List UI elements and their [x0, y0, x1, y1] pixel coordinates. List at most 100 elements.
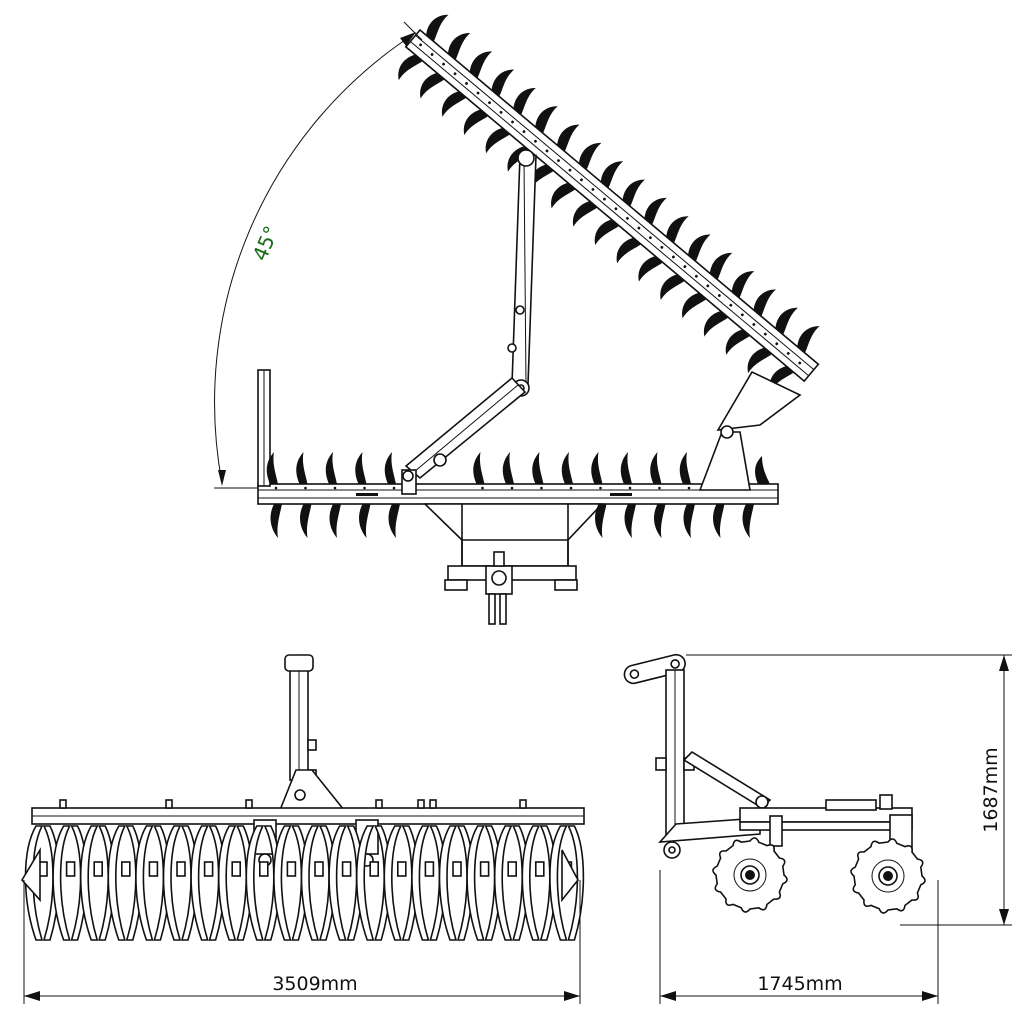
- front-disc: [79, 825, 99, 941]
- front-disc: [411, 825, 430, 941]
- disc-blade: [551, 182, 576, 209]
- disc-blade: [688, 234, 711, 262]
- front-disc: [245, 825, 265, 941]
- disc-blade: [600, 161, 624, 189]
- front-disc: [438, 825, 458, 941]
- disc-blade: [270, 504, 282, 538]
- front-disc: [521, 825, 541, 941]
- disc-blade: [755, 456, 770, 484]
- disc-blade: [654, 504, 666, 538]
- front-discs: [21, 825, 585, 941]
- width-dimension: 3509mm: [23, 880, 581, 1004]
- disc-blade: [426, 14, 449, 42]
- front-disc: [328, 825, 347, 941]
- disc-blade: [359, 504, 371, 538]
- front-disc: [383, 825, 403, 941]
- disc-blade: [388, 504, 400, 538]
- top-link: [623, 653, 686, 685]
- bolt: [429, 799, 437, 809]
- disc-blade: [473, 452, 485, 484]
- disc-blade: [679, 452, 691, 484]
- front-disc: [24, 825, 44, 941]
- disc-blade: [420, 72, 445, 99]
- disc-blade: [682, 292, 707, 319]
- side-view: 1687mm 1745mm: [623, 653, 1012, 1004]
- disc-blade: [355, 452, 367, 484]
- disc-blade: [300, 504, 312, 538]
- disc-blade: [713, 504, 725, 538]
- disc-blade: [731, 271, 755, 299]
- disc-blade: [638, 256, 663, 282]
- disc-blade: [775, 307, 798, 335]
- end-disc: [561, 849, 579, 903]
- disc-blade: [616, 237, 642, 264]
- length-dimension: 1745mm: [659, 870, 939, 1004]
- front-disc: [273, 825, 292, 941]
- bolt: [59, 799, 67, 809]
- disc-blade: [398, 54, 423, 81]
- folding-arm: [401, 149, 537, 495]
- disc-blade: [578, 142, 602, 170]
- front-wheel: [712, 837, 788, 913]
- front-disc: [52, 825, 71, 941]
- disc-blade: [447, 33, 471, 60]
- disc-blade: [747, 347, 773, 374]
- bolt: [165, 799, 173, 809]
- front-disc: [549, 825, 568, 941]
- disc-blade: [469, 51, 493, 79]
- length-label: 1745mm: [757, 973, 842, 995]
- hinge-support: [698, 431, 751, 491]
- disc-blade: [535, 106, 558, 134]
- disc-blade: [561, 452, 573, 484]
- beam-discs: [266, 452, 770, 538]
- front-disc: [107, 825, 127, 941]
- width-label: 3509mm: [272, 973, 357, 995]
- front-disc: [355, 825, 375, 941]
- disc-blade: [709, 252, 733, 280]
- disc-blade: [594, 219, 620, 245]
- disc-blade: [620, 452, 632, 484]
- side-wheels: [712, 837, 926, 914]
- disc-blade: [266, 452, 278, 484]
- folded-wing: [398, 14, 820, 392]
- disc-blade: [463, 109, 489, 136]
- disc-blade: [753, 289, 776, 317]
- bolt: [375, 799, 383, 809]
- front-disc: [135, 825, 154, 941]
- disc-blade: [650, 452, 662, 484]
- disc-blade: [485, 127, 511, 154]
- disc-blade: [742, 504, 754, 538]
- end-disc: [21, 847, 41, 903]
- rear-wheel: [850, 838, 926, 914]
- disc-blade: [557, 124, 580, 152]
- front-disc: [493, 825, 513, 941]
- disc-blade: [441, 91, 467, 117]
- hitch-frame: [423, 503, 604, 625]
- height-dimension: 1687mm: [686, 654, 1012, 926]
- height-label: 1687mm: [980, 747, 1002, 832]
- disc-blade: [622, 179, 645, 207]
- disc-blade: [502, 452, 514, 484]
- disc-blade: [797, 326, 820, 354]
- disc-blade: [296, 452, 308, 484]
- disc-blade: [644, 197, 667, 225]
- disc-blade: [666, 216, 689, 244]
- disc-blade: [572, 201, 598, 227]
- disc-blade: [513, 88, 536, 115]
- disc-blade: [591, 452, 603, 484]
- top-view: 45°: [214, 14, 820, 625]
- angle-dimension: 45°: [214, 21, 423, 489]
- bolt: [245, 799, 253, 809]
- disc-blade: [725, 329, 751, 355]
- front-disc: [466, 825, 485, 941]
- front-disc: [162, 825, 182, 941]
- disc-blade: [532, 452, 544, 484]
- disc-blade: [624, 504, 636, 538]
- front-view: 3509mm: [21, 654, 585, 1004]
- disc-blade: [595, 504, 607, 538]
- angle-label: 45°: [248, 222, 284, 264]
- disc-blade: [683, 504, 695, 538]
- front-disc: [300, 825, 320, 941]
- disc-blade: [769, 365, 794, 392]
